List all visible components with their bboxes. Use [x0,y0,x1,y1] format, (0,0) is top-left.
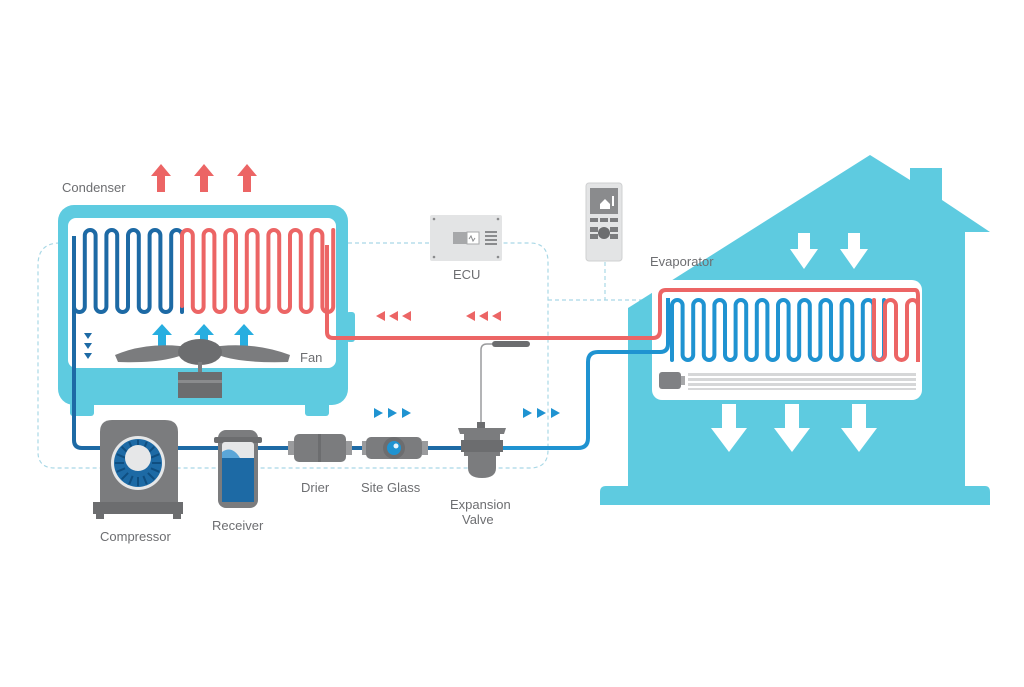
fan-icon [115,339,290,398]
evaporator [652,280,922,400]
heat-out-arrows [151,164,257,192]
compressor-blade [142,475,148,485]
site-glass-label: Site Glass [361,480,421,495]
evaporator-coil-cold [670,298,886,362]
fan-airflow-arrows [152,324,254,347]
compressor-blade [147,472,155,480]
control-lines [37,242,650,469]
drier-label: Drier [301,480,330,495]
compressor-blade [128,475,134,485]
liquid-line [72,245,465,450]
compressor-label: Compressor [100,529,171,544]
expansion-valve-icon [458,341,530,478]
condenser-coil-hot [180,228,336,314]
condenser-coil-cold [72,228,184,314]
site-glass-icon [362,437,428,459]
compressor-blade [116,467,126,473]
evaporator-blower [659,372,916,390]
compressor-icon [93,420,183,519]
fan-label: Fan [300,350,322,365]
drier-icon [288,434,352,462]
receiver-icon [214,430,262,508]
suction-line [480,298,670,450]
ecu-icon [430,215,502,261]
airflow-out-arrows [711,404,877,452]
hot-gas-line [325,245,920,362]
expansion-valve-label-1: Expansion [450,497,511,512]
thermostat-remote-icon [585,182,623,262]
hot-flow-arrows [376,311,501,321]
condenser-label: Condenser [62,180,126,195]
compressor-blade [150,467,160,473]
evaporator-label: Evaporator [650,254,714,269]
condenser-flow-arrows [84,333,92,359]
receiver-label: Receiver [212,518,264,533]
cold-flow-arrows [374,408,560,418]
ecu-label: ECU [453,267,480,282]
compressor-blade [121,472,129,480]
compressor-blade [150,453,160,459]
airflow-in-arrows [790,233,868,269]
expansion-valve-label-2: Valve [462,512,494,527]
compressor-blade [116,453,126,459]
evaporator-coil-hot [872,298,920,362]
